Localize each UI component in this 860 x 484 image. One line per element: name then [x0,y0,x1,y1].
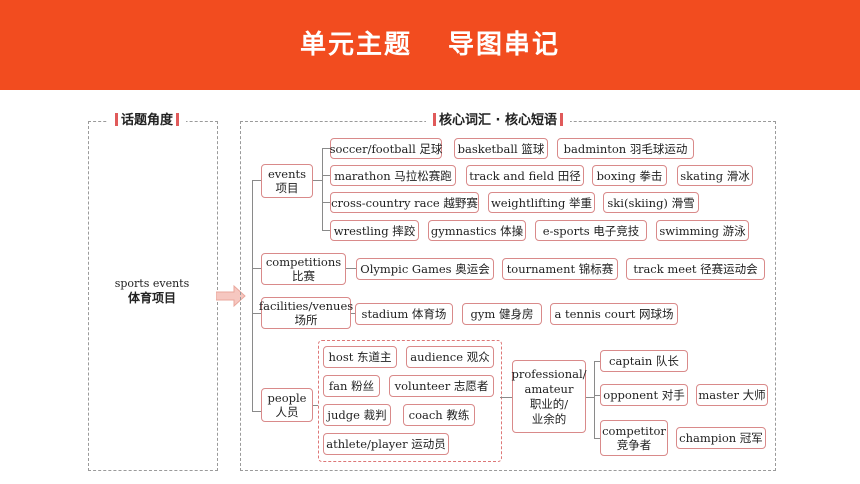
connector [322,148,330,149]
connector [322,230,330,231]
connector [351,313,355,314]
term-box: opponent 对手 [600,384,688,406]
header-banner [0,0,860,90]
trunk-line [252,180,253,412]
connector [500,397,512,398]
term-box: host 东道主 [323,346,397,368]
term-box: track and field 田径 [466,165,584,186]
term-box: fan 粉丝 [323,375,380,397]
arrow-right-icon [216,285,246,307]
term-box: weightlifting 举重 [488,192,595,213]
term-box: ski(skiing) 滑雪 [603,192,699,213]
term-box: e-sports 电子竞技 [535,220,647,241]
term-box: wrestling 摔跤 [330,220,419,241]
page-title: 单元主题 导图串记 [0,0,860,90]
topic-panel-label: 话题角度 [108,111,187,131]
connector [594,361,600,362]
connector [322,202,330,203]
connector [252,268,261,269]
term-box: swimming 游泳 [656,220,749,241]
topic-en: sports events [114,277,190,290]
term-box: tournament 锦标赛 [502,258,618,280]
connector [252,180,261,181]
term-box: soccer/football 足球 [330,138,442,159]
connector [313,405,318,406]
term-box: audience 观众 [406,346,494,368]
term-box: marathon 马拉松赛跑 [330,165,456,186]
pro-bracket [594,361,595,439]
term-box: Olympic Games 奥运会 [356,258,494,280]
term-box: captain 队长 [600,350,688,372]
connector [594,438,600,439]
term-box: volunteer 志愿者 [389,375,494,397]
title-right: 导图串记 [448,30,561,60]
term-box: judge 裁判 [323,404,391,426]
connector [594,395,600,396]
term-box: champion 冠军 [676,427,766,449]
term-box: a tennis court 网球场 [550,303,678,325]
term-box: basketball 篮球 [454,138,548,159]
topic-zh: 体育项目 [127,291,176,305]
term-box: athlete/player 运动员 [323,433,449,455]
term-box: skating 滑冰 [677,165,753,186]
term-box: boxing 拳击 [592,165,667,186]
connector [346,268,356,269]
term-box: master 大师 [696,384,768,406]
connector [586,397,594,398]
vocabulary-panel-label: 核心词汇 · 核心短语 [426,111,570,131]
events-connector [313,180,322,181]
term-box: cross-country race 越野赛 [330,192,479,213]
term-box: coach 教练 [403,404,475,426]
events-bracket [322,148,323,231]
connector [252,411,261,412]
people-group [318,340,502,462]
term-box: track meet 径赛运动会 [626,258,765,280]
connector [252,313,261,314]
term-box: badminton 羽毛球运动 [557,138,694,159]
connector [322,175,330,176]
term-box: gym 健身房 [462,303,542,325]
term-box: gymnastics 体操 [428,220,526,241]
topic-text: sports events 体育项目 [90,276,214,306]
title-left: 单元主题 [299,30,412,60]
term-box: stadium 体育场 [355,303,453,325]
